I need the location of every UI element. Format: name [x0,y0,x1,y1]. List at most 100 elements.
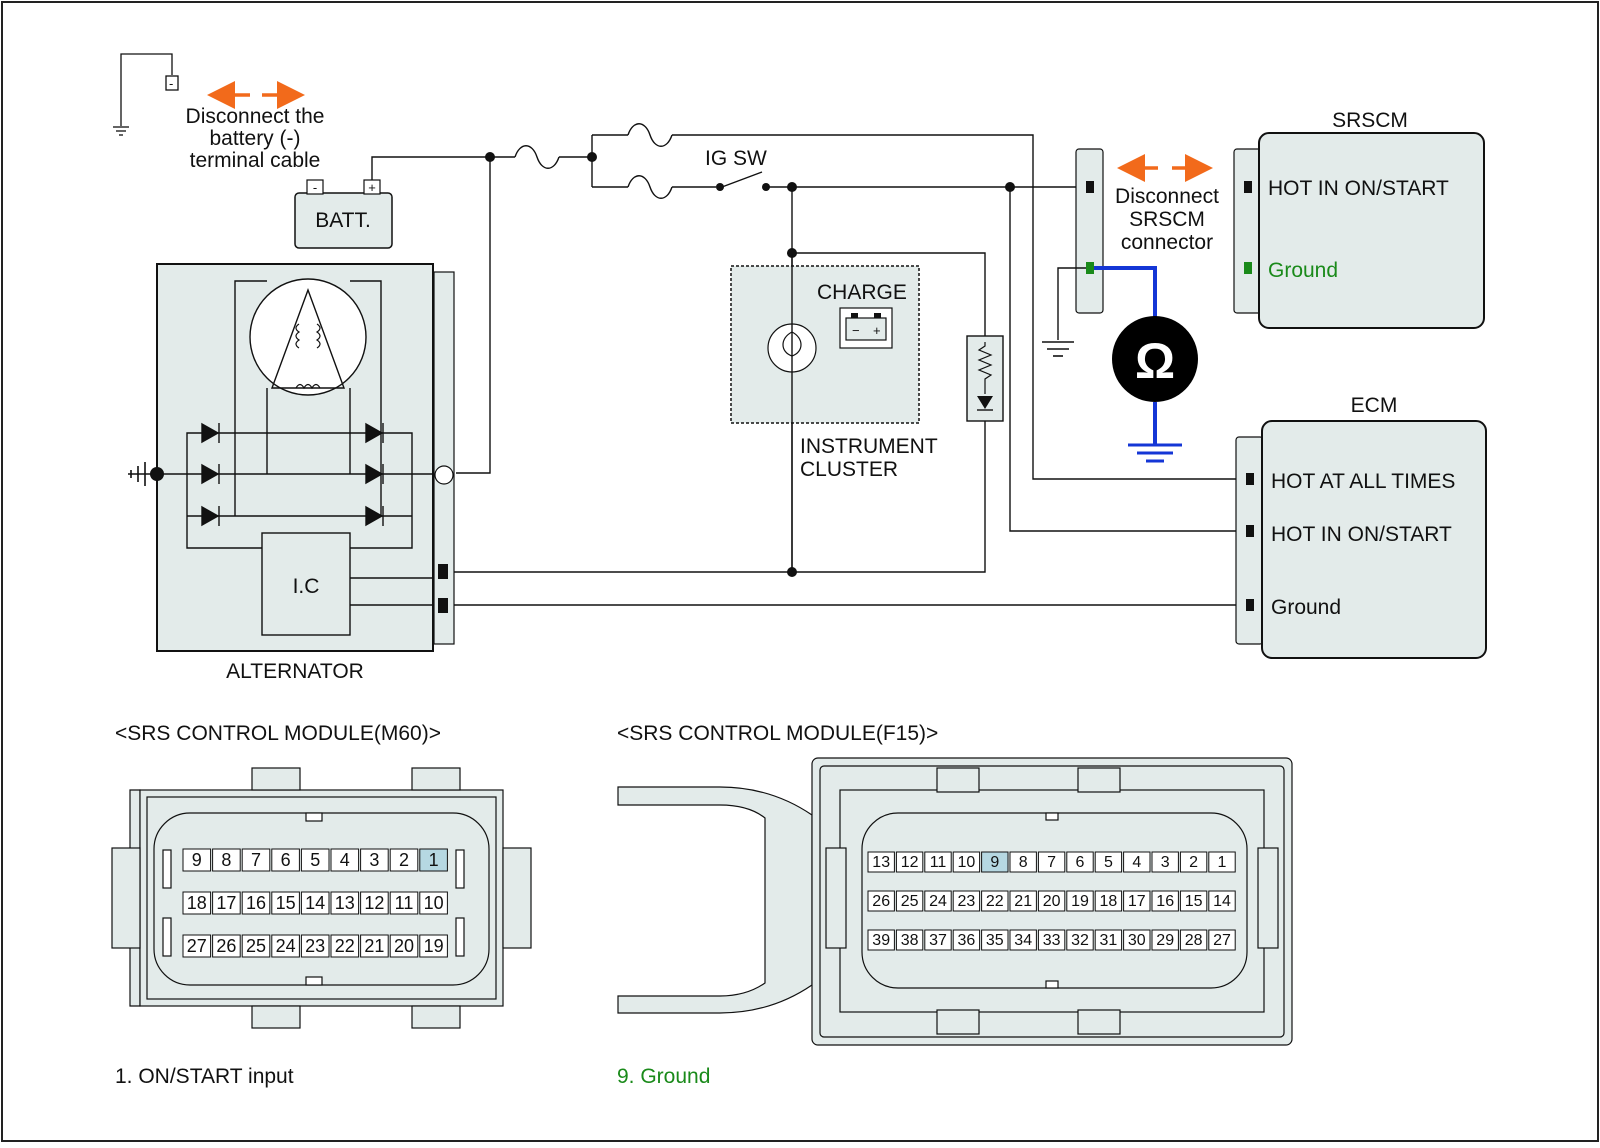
pin-number: 23 [305,936,325,956]
pin-cell [924,851,952,873]
pin-cell [1151,890,1179,912]
pin-cell [895,890,924,912]
charge-battery-icon: − + [839,307,893,349]
svg-text:+: + [873,323,881,338]
pin-cell [952,890,981,912]
pin-cell [1151,851,1179,873]
pin-number: 4 [1132,854,1141,871]
pin-cell [1009,929,1037,951]
srscm-title: SRSCM [1332,109,1408,132]
pin-cell [1151,929,1179,951]
neg-terminal-mark: - [169,76,173,91]
pin-cell [1037,929,1066,951]
pin-number: 34 [1014,932,1032,949]
pin-number: 25 [901,893,919,910]
pin-cell [981,890,1009,912]
srscm-note-line1: Disconnect [1115,185,1219,208]
pin-cell [241,848,271,872]
pin-number: 32 [1071,932,1089,949]
pin-number: 27 [187,936,207,956]
battery-label: BATT. [315,209,371,232]
srscm-note-line2: SRSCM [1129,208,1205,231]
pin-cell [924,929,952,951]
pin-cell [895,929,924,951]
pin-number: 18 [1100,893,1118,910]
pin-cell [1179,929,1208,951]
pin-number: 24 [929,893,947,910]
pin-cell [867,929,895,951]
pin-cell [330,891,360,915]
pin-cell [1009,890,1037,912]
pin-number: 39 [872,932,890,949]
pin-number: 14 [1213,893,1231,910]
pin-number: 2 [399,850,409,870]
pin-number: 24 [276,936,296,956]
pin-number: 4 [340,850,350,870]
ohmmeter: Ω [1094,266,1198,463]
pin-cell [1009,851,1037,873]
pin-number: 37 [929,932,947,949]
pin-cell [182,891,212,915]
charge-label: CHARGE [817,281,907,304]
connector-m60-title: <SRS CONTROL MODULE(M60)> [115,722,441,745]
pin-number: 28 [1185,932,1203,949]
pin-cell [1066,890,1094,912]
pin-cell [895,851,924,873]
pin-cell [1066,929,1094,951]
pin-number: 6 [281,850,291,870]
pin-number: 15 [276,893,296,913]
pin-cell [419,934,448,958]
pin-number: 17 [216,893,236,913]
pin-number: 38 [901,932,919,949]
pin-cell [1066,851,1094,873]
pin-number: 22 [335,936,355,956]
pin-cell [182,848,212,872]
pin-number: 19 [424,936,444,956]
battery-neg-terminal: - [313,180,317,195]
pin-number: 22 [986,893,1004,910]
pin-cell [1094,929,1123,951]
pin-number: 30 [1128,932,1146,949]
ohm-icon: Ω [1135,333,1175,389]
pin-number: 13 [335,893,355,913]
pin-cell [1208,929,1236,951]
pin-number: 6 [1076,854,1085,871]
alternator-label: ALTERNATOR [226,660,364,683]
pin-cell [182,934,212,958]
alternator: I.C [128,263,455,652]
pin-cell [981,851,1009,873]
pin-cell [1123,890,1151,912]
instrument-cluster: − + CHARGE [730,253,920,572]
pin-cell [924,890,952,912]
pin-number: 29 [1156,932,1174,949]
pin-number: 21 [364,936,384,956]
pin-cell [981,929,1009,951]
pin-number: 5 [1104,854,1113,871]
ic-label: I.C [293,575,320,598]
pin-number: 9 [192,850,202,870]
pin-number: 10 [424,893,444,913]
pin-cell [241,934,271,958]
pin-cell [952,929,981,951]
pin-cell [1208,851,1236,873]
ecm-pin-ground: Ground [1271,596,1341,619]
pin-cell [300,934,330,958]
pin-cell [1094,890,1123,912]
svg-text:−: − [852,323,860,338]
ecm-module: HOT AT ALL TIMES HOT IN ON/START Ground [1235,420,1487,659]
pin-cell [389,891,419,915]
battery-note-line3: terminal cable [190,149,321,172]
pin-cell [360,934,389,958]
srscm-pin-ground: Ground [1268,259,1338,282]
pin-number: 15 [1185,893,1203,910]
srscm-module: HOT IN ON/START Ground [1233,132,1485,329]
pin-number: 20 [394,936,414,956]
pin-number: 7 [251,850,261,870]
pin-number: 21 [1014,893,1032,910]
battery-pos-terminal: + [368,180,376,195]
pin-cell [867,851,895,873]
pin-cell [419,891,448,915]
